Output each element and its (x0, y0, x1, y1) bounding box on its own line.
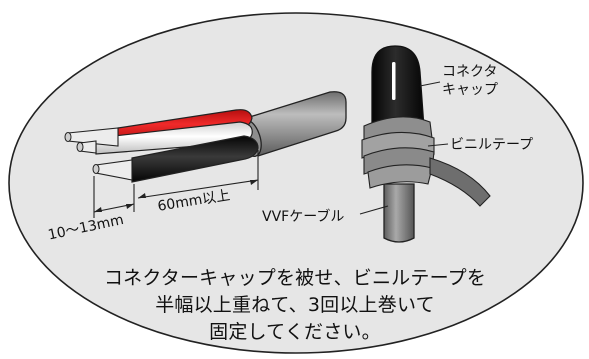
label-connector-cap: コネクタ キャップ (442, 63, 498, 99)
white-conductor-tip (76, 142, 84, 152)
background-ellipse (8, 12, 584, 354)
cable-sheath (239, 91, 347, 157)
leader-vvf-cable (359, 205, 389, 215)
label-connector-cap-line2: キャップ (442, 82, 498, 98)
vvf-cable-body (383, 183, 415, 243)
black-wire (131, 135, 259, 183)
instruction-line-2: 半幅以上重ねて、3回以上巻いて (155, 294, 435, 316)
instruction-line-3: 固定してください。 (209, 321, 381, 343)
instruction-line-1: コネクターキャップを被せ、ビニルテープを (103, 267, 487, 289)
label-connector-cap-line1: コネクタ (442, 64, 498, 80)
label-vvf-cable: VVFケーブル (262, 209, 345, 225)
tape-wrap-4 (367, 164, 433, 189)
stripped-cable-illustration (64, 91, 347, 218)
red-conductor-tip (64, 132, 72, 142)
dim-arrowheads-strip (94, 204, 134, 212)
label-vinyl-tape: ビニルテープ (450, 137, 534, 153)
cap-highlight (392, 62, 396, 100)
capped-cable-illustration (359, 45, 491, 243)
black-conductor-tip (92, 164, 100, 174)
connector-cap (371, 45, 425, 129)
leader-connector-cap (419, 81, 441, 87)
leader-vinyl-tape (427, 143, 449, 147)
dim-arrow-sheath (137, 179, 259, 199)
tape-loose-end (429, 157, 491, 207)
